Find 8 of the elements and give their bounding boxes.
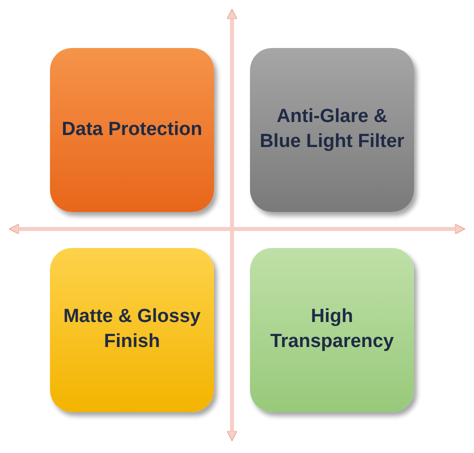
rounded-box	[250, 248, 414, 412]
rounded-box	[250, 48, 414, 212]
box-label: Anti-Glare & Blue Light Filter	[258, 105, 406, 154]
box-label: High Transparency	[269, 305, 395, 354]
box-label: Data Protection	[60, 118, 204, 142]
box-label: Matte & Glossy Finish	[62, 305, 202, 354]
rounded-box	[50, 248, 214, 412]
rounded-box	[50, 48, 214, 212]
